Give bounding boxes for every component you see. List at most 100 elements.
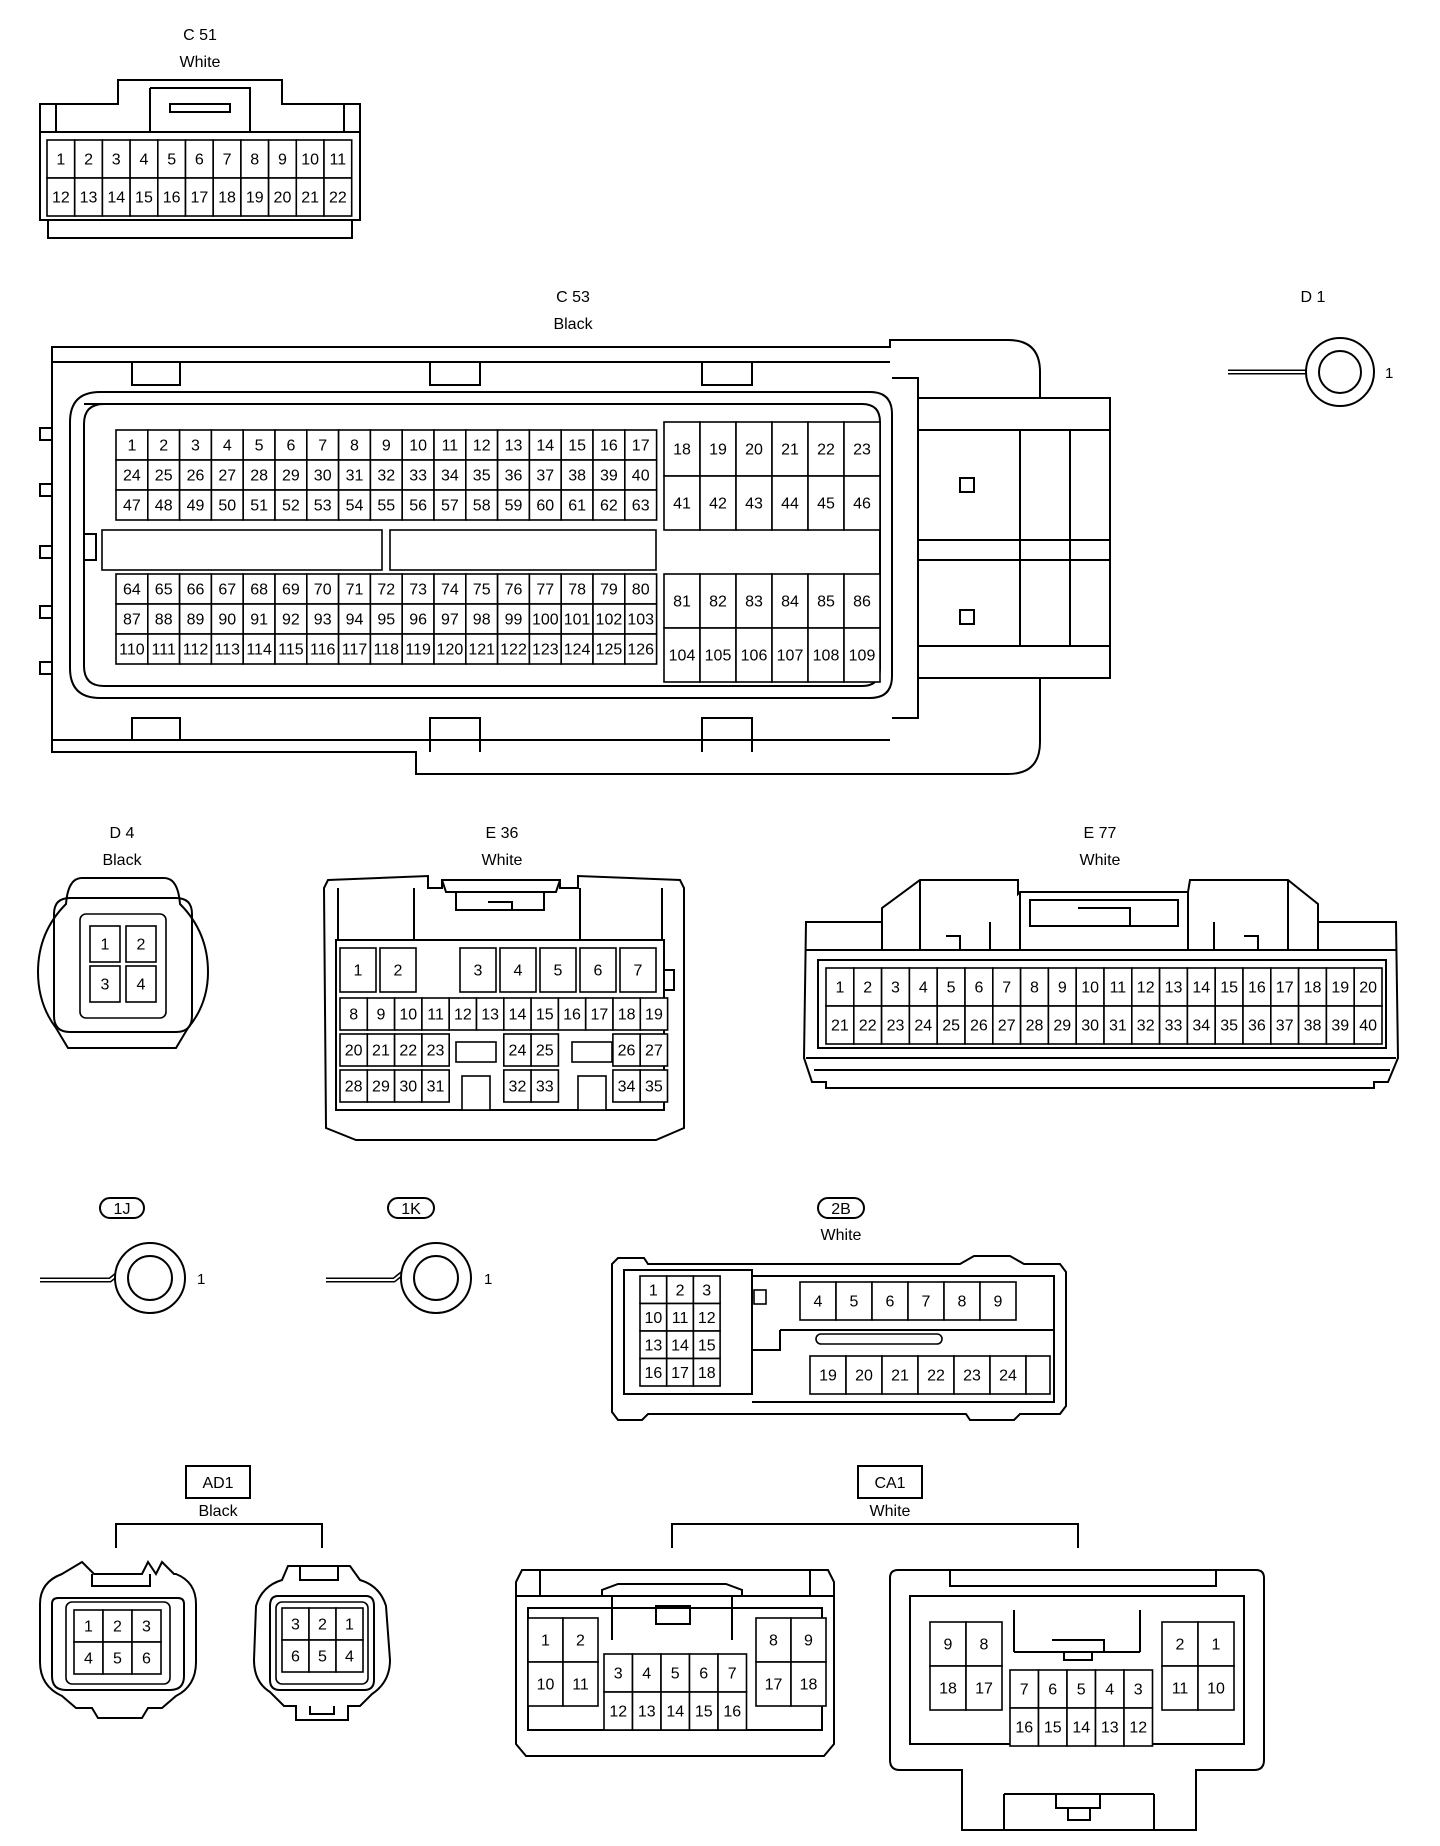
pin-number: 125 <box>596 642 623 659</box>
pin-number: 11 <box>330 152 347 169</box>
pin-number: 11 <box>427 1007 444 1024</box>
pin-number: 73 <box>409 582 427 599</box>
pin-number: 8 <box>769 1633 778 1650</box>
pin-number: 78 <box>568 582 586 599</box>
connector-1k-pin: 1 <box>484 1271 492 1288</box>
pin-cavity <box>528 489 563 521</box>
pin-number: 14 <box>509 1007 527 1024</box>
pin-number: 22 <box>329 190 347 207</box>
pin-cavity <box>663 627 701 683</box>
pin-number: 4 <box>642 1666 651 1683</box>
pin-cavity <box>274 573 308 605</box>
pin-number: 8 <box>250 152 259 169</box>
pin-number: 18 <box>218 190 236 207</box>
pin-number: 32 <box>1137 1018 1155 1035</box>
pin-number: 21 <box>301 190 319 207</box>
pin-number: 19 <box>645 1007 663 1024</box>
pin-number: 13 <box>80 190 98 207</box>
pin-number: 14 <box>536 438 554 455</box>
pin-number: 14 <box>666 1704 684 1721</box>
pin-cavity <box>845 1355 883 1395</box>
pin-number: 113 <box>215 642 241 659</box>
pin-cavity <box>337 429 372 461</box>
pin-number: 3 <box>614 1666 623 1683</box>
pin-number: 19 <box>819 1368 837 1385</box>
pin-number: 21 <box>781 442 799 459</box>
pin-cavity <box>464 459 499 491</box>
pin-number: 17 <box>975 1681 993 1698</box>
pin-cavity <box>496 489 531 521</box>
pin-cavity <box>115 489 149 521</box>
pin-number: 115 <box>278 642 304 659</box>
pin-number: 84 <box>781 594 799 611</box>
pin-number: 25 <box>155 468 173 485</box>
pin-number: 122 <box>500 642 527 659</box>
pin-number: 27 <box>218 468 236 485</box>
pin-number: 2 <box>1176 1637 1185 1654</box>
pin-number: 80 <box>632 582 650 599</box>
pin-cavity <box>339 997 369 1031</box>
pin-cavity <box>393 997 423 1031</box>
pin-cavity <box>433 459 467 491</box>
pin-cavity <box>1103 967 1133 1007</box>
pin-number: 112 <box>183 642 209 659</box>
pin-number: 8 <box>350 438 359 455</box>
connector-c53-code: C 53 <box>556 289 590 306</box>
pin-number: 99 <box>505 612 523 629</box>
pin-number: 16 <box>163 190 181 207</box>
pin-cavity <box>577 1075 607 1111</box>
pin-number: 34 <box>441 468 459 485</box>
connector-d4-code: D 4 <box>110 825 135 842</box>
pin-number: 3 <box>101 977 110 994</box>
pin-number: 4 <box>919 980 928 997</box>
pin-cavity <box>530 1069 560 1103</box>
pin-number: 120 <box>437 642 464 659</box>
pin-number: 108 <box>813 648 840 665</box>
pin-number: 14 <box>671 1337 689 1354</box>
pin-number: 25 <box>536 1043 554 1060</box>
connector-2b-code: 2B <box>831 1201 851 1218</box>
pin-number: 12 <box>454 1007 472 1024</box>
pin-cavity <box>212 139 242 179</box>
pin-number: 1 <box>835 980 844 997</box>
pin-number: 18 <box>618 1007 636 1024</box>
pin-cavity <box>623 573 658 605</box>
pin-number: 53 <box>314 498 332 515</box>
connector-2b-badge <box>817 1197 865 1219</box>
pin-number: 13 <box>505 438 523 455</box>
connector-1k-badge <box>387 1197 435 1219</box>
pin-cavity <box>242 573 276 605</box>
pin-number: 22 <box>859 1018 877 1035</box>
pin-cavity <box>421 1069 450 1103</box>
pin-cavity <box>115 429 149 461</box>
pin-number: 20 <box>274 190 292 207</box>
pin-cavity <box>539 947 577 993</box>
pin-cavity <box>339 947 377 993</box>
pin-number: 110 <box>119 642 145 659</box>
pin-number: 1 <box>541 1633 550 1650</box>
pin-number: 77 <box>536 582 554 599</box>
connector-1j-code: 1J <box>114 1201 131 1218</box>
pin-cavity <box>475 997 505 1031</box>
pin-number: 17 <box>190 190 208 207</box>
pin-number: 16 <box>1248 980 1266 997</box>
pin-cavity <box>843 573 881 629</box>
pin-cavity <box>639 997 669 1031</box>
pin-number: 12 <box>473 438 491 455</box>
pin-number: 11 <box>1110 980 1127 997</box>
pin-cavity <box>843 627 881 683</box>
pin-cavity <box>1075 1005 1105 1045</box>
pin-cavity <box>274 489 308 521</box>
pin-number: 13 <box>1101 1720 1119 1737</box>
pin-number: 4 <box>139 152 148 169</box>
pin-number: 1 <box>1212 1637 1221 1654</box>
pin-cavity <box>421 1033 450 1067</box>
pin-cavity <box>274 603 308 635</box>
pin-cavity <box>1186 967 1217 1007</box>
pin-cavity <box>178 459 213 491</box>
pin-number: 1 <box>345 1617 354 1634</box>
